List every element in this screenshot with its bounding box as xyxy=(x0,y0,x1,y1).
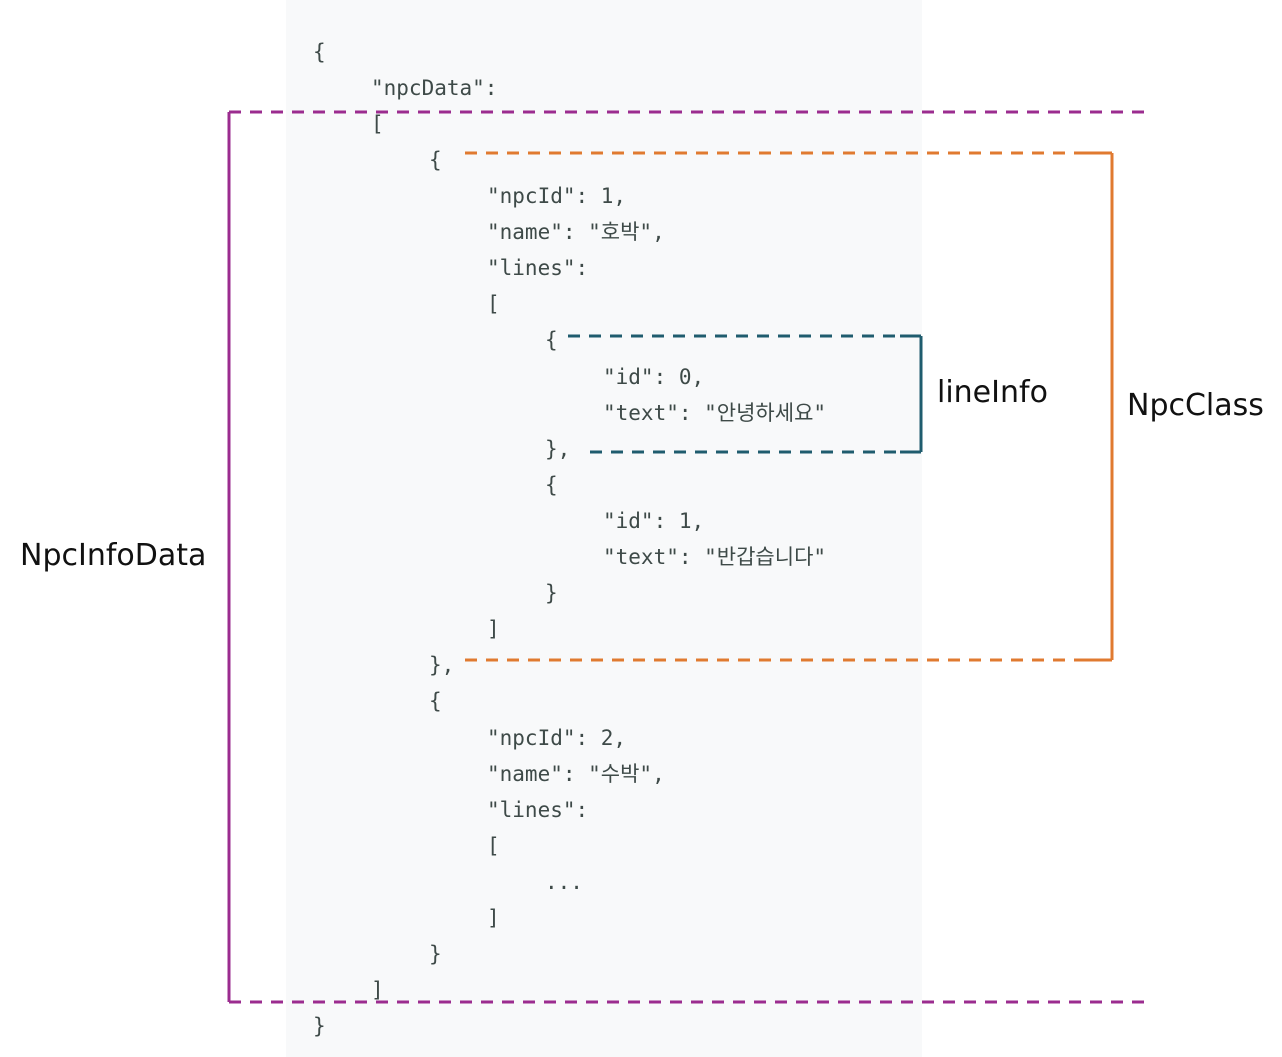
code-line: "name": "호박", xyxy=(487,220,665,244)
code-line: "text": "안녕하세요" xyxy=(603,401,827,425)
code-line: }, xyxy=(429,653,455,677)
npc-class-label: NpcClass xyxy=(1127,388,1264,423)
code-line: [ xyxy=(487,834,500,858)
code-line: } xyxy=(545,581,558,605)
code-line: { xyxy=(429,148,442,172)
npc-class-bracket xyxy=(465,151,1114,662)
line-info-bracket xyxy=(568,334,923,454)
code-line: "lines": xyxy=(487,256,589,280)
code-line: { xyxy=(545,473,558,497)
code-line: { xyxy=(545,328,558,352)
code-line: "npcId": 2, xyxy=(487,726,627,750)
code-line: "id": 0, xyxy=(603,365,705,389)
code-panel xyxy=(286,0,922,1057)
code-line: ] xyxy=(487,617,500,641)
npc-info-data-bracket xyxy=(227,110,1152,1004)
code-line: ... xyxy=(545,870,583,894)
code-line: "npcId": 1, xyxy=(487,184,627,208)
code-line: "id": 1, xyxy=(603,509,705,533)
code-line: "name": "수박", xyxy=(487,762,665,786)
code-line: "npcData": xyxy=(371,76,498,100)
code-line: } xyxy=(313,1014,326,1038)
code-line: ] xyxy=(487,906,500,930)
code-line: }, xyxy=(545,437,571,461)
code-line: } xyxy=(429,942,442,966)
code-line: ] xyxy=(371,978,384,1002)
code-line: "lines": xyxy=(487,798,589,822)
npc-info-data-label: NpcInfoData xyxy=(20,538,207,573)
code-line: "text": "반갑습니다" xyxy=(603,545,827,569)
code-line: [ xyxy=(487,292,500,316)
line-info-label: lineInfo xyxy=(937,375,1048,410)
code-line: { xyxy=(429,689,442,713)
code-line: [ xyxy=(371,112,384,136)
code-line: { xyxy=(313,40,326,64)
